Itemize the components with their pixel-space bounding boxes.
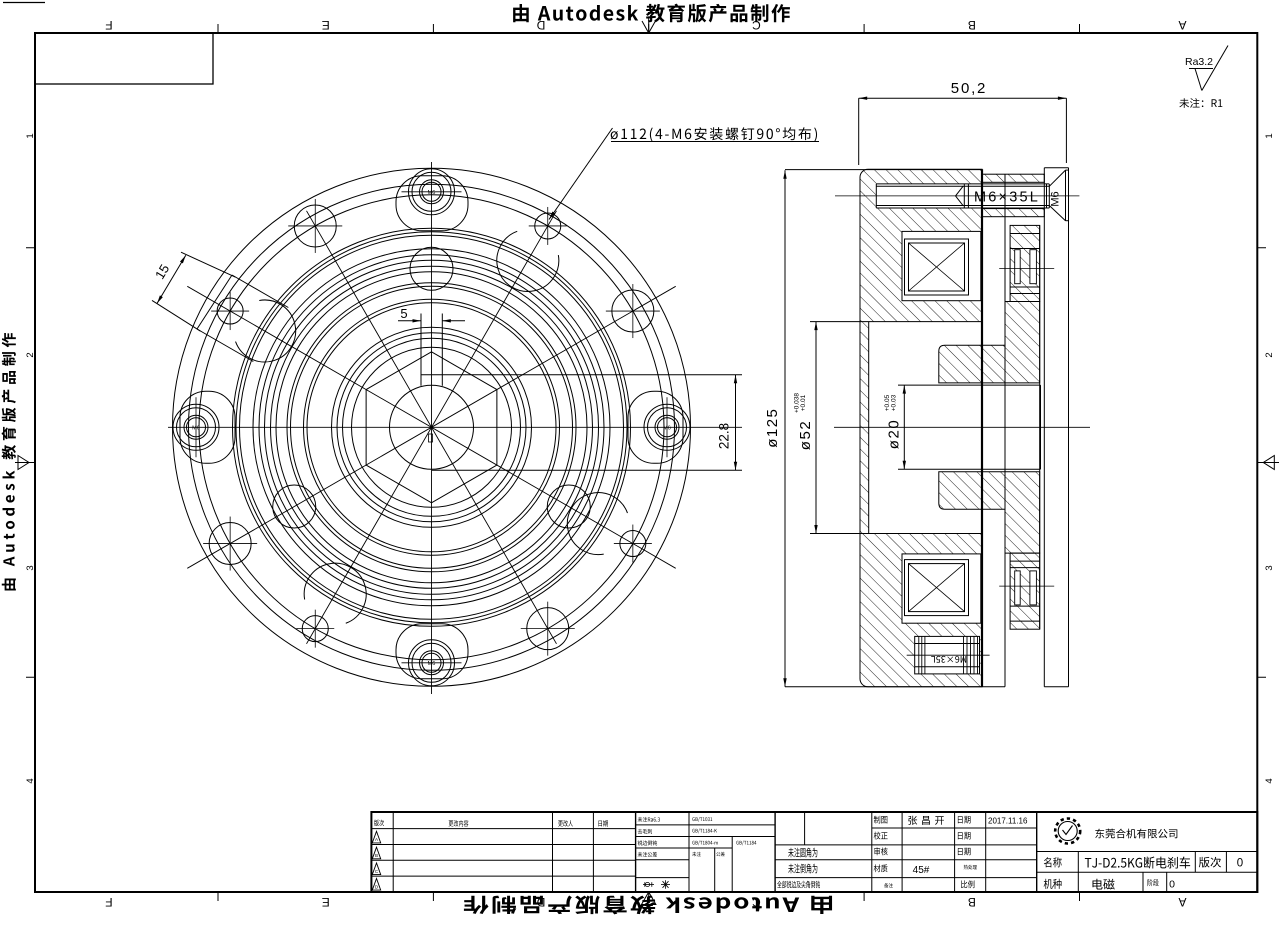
svg-text:D: D	[536, 18, 545, 32]
svg-text:15: 15	[152, 262, 172, 282]
svg-text:45#: 45#	[913, 865, 930, 876]
svg-text:ø20: ø20	[886, 419, 903, 449]
svg-text:E: E	[322, 895, 330, 909]
svg-text:A: A	[375, 837, 378, 842]
svg-text:1: 1	[1264, 133, 1275, 138]
svg-text:F: F	[105, 895, 112, 909]
svg-text:4: 4	[1264, 778, 1275, 783]
svg-text:2: 2	[25, 352, 36, 357]
svg-text:A: A	[1178, 18, 1186, 32]
svg-text:C: C	[375, 869, 379, 874]
svg-text:0: 0	[1169, 879, 1175, 891]
svg-text:E: E	[322, 18, 330, 32]
svg-text:+0.01: +0.01	[800, 394, 807, 411]
svg-text:5: 5	[400, 306, 407, 321]
svg-text:3: 3	[1264, 565, 1275, 570]
svg-text:2017.11.16: 2017.11.16	[988, 817, 1028, 826]
svg-text:Ra3.2: Ra3.2	[1185, 56, 1213, 68]
svg-text:ø125: ø125	[764, 408, 781, 448]
svg-text:3: 3	[25, 565, 36, 570]
svg-text:M6: M6	[1050, 191, 1062, 206]
svg-text:0: 0	[1237, 858, 1243, 870]
svg-text:D: D	[375, 884, 379, 889]
svg-text:+0.038: +0.038	[794, 393, 801, 413]
svg-text:A: A	[1178, 895, 1186, 909]
svg-text:ø52: ø52	[797, 420, 814, 450]
svg-text:M6: M6	[428, 190, 436, 196]
svg-text:B: B	[968, 18, 976, 32]
svg-text:M6: M6	[428, 661, 436, 667]
svg-text:4: 4	[25, 778, 36, 783]
svg-text:F: F	[105, 18, 112, 32]
svg-text:+0.05: +0.05	[884, 394, 891, 411]
svg-text:1: 1	[25, 133, 36, 138]
svg-text:M6×35L: M6×35L	[974, 190, 1040, 206]
svg-text:50,2: 50,2	[951, 80, 987, 97]
svg-text:C: C	[752, 18, 761, 32]
svg-text:B: B	[968, 895, 976, 909]
svg-text:+0.03: +0.03	[891, 394, 898, 411]
svg-text:2: 2	[1264, 352, 1275, 357]
svg-text:22.8: 22.8	[717, 423, 732, 449]
svg-text:B: B	[375, 853, 378, 858]
